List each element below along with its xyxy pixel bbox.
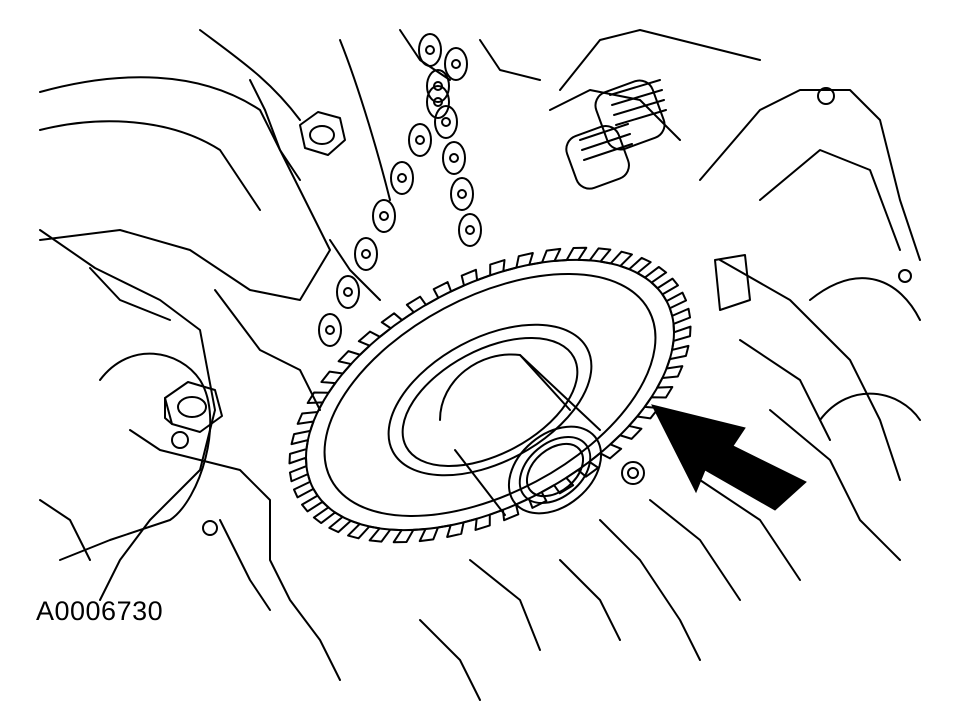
chain-pin xyxy=(379,211,389,221)
chain-link xyxy=(444,47,468,81)
chain-pin xyxy=(343,287,353,297)
chain-pin xyxy=(441,117,451,127)
chain-link xyxy=(336,275,360,309)
chain-link xyxy=(372,199,396,233)
hole xyxy=(621,461,645,485)
hole xyxy=(171,431,189,449)
chain-link xyxy=(458,213,482,247)
chain-pin xyxy=(397,173,407,183)
chain-link xyxy=(426,85,450,119)
hole xyxy=(202,520,218,536)
sprocket-teeth xyxy=(288,246,692,544)
chain-pin xyxy=(451,59,461,69)
bolt-left xyxy=(164,381,223,433)
chain-pin xyxy=(425,45,435,55)
hole xyxy=(898,269,912,283)
chain-link xyxy=(442,141,466,175)
sprocket-key xyxy=(714,254,751,311)
chain-link xyxy=(390,161,414,195)
bolt-upper xyxy=(299,111,346,156)
chain-link xyxy=(418,33,442,67)
chain-pin xyxy=(465,225,475,235)
chain-pin xyxy=(433,81,443,91)
engine-block xyxy=(39,29,921,701)
chain-link xyxy=(434,105,458,139)
arrow-icon xyxy=(651,404,807,511)
crankshaft-sprocket xyxy=(288,246,692,544)
chain-pin xyxy=(325,325,335,335)
hole xyxy=(627,467,639,479)
timing-chain xyxy=(318,33,482,347)
chain-pin xyxy=(361,249,371,259)
chain-pin xyxy=(449,153,459,163)
chain-link xyxy=(354,237,378,271)
chain-link xyxy=(426,69,450,103)
chain-link xyxy=(318,313,342,347)
hole xyxy=(817,87,835,105)
figure-id-label: A0006730 xyxy=(36,596,164,626)
chain-pin xyxy=(415,135,425,145)
cam-lobes xyxy=(565,79,667,190)
chain-link xyxy=(450,177,474,211)
chain-pin xyxy=(457,189,467,199)
crankshaft-nose xyxy=(439,353,603,516)
chain-link xyxy=(408,123,432,157)
